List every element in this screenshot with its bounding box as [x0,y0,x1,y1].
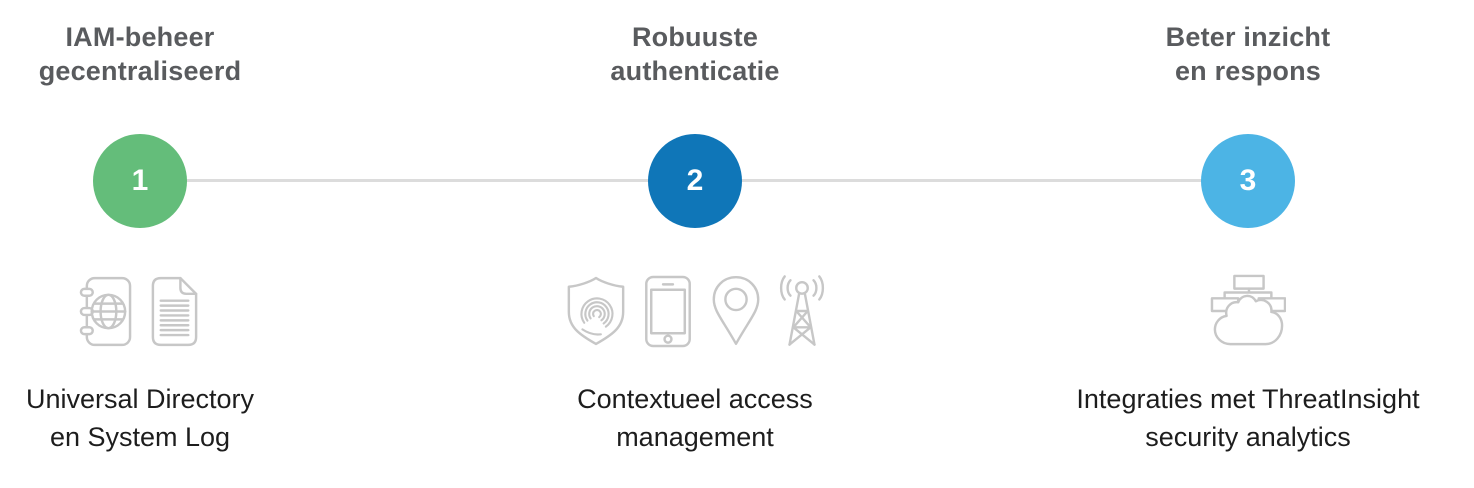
step-3-caption-line-2: security analytics [1145,422,1351,452]
cloud-integrations-icon [1210,274,1286,346]
location-pin-icon [712,276,760,346]
step-2-caption-line-1: Contextueel access [577,384,813,414]
log-document-icon [151,276,198,346]
address-book-globe-icon [79,276,132,346]
step-1-title-line-2: gecentraliseerd [38,56,242,86]
step-1: IAM-beheer gecentraliseerd 1 [0,0,370,488]
radio-tower-icon [779,275,825,346]
step-2-title-line-1: Robuuste [631,22,759,52]
step-1-caption: Universal Directory en System Log [0,380,370,456]
step-3: Beter inzicht en respons 3 Integraties m… [1018,0,1474,488]
step-1-caption-line-2: en System Log [49,422,231,452]
step-3-number: 3 [1239,164,1257,197]
step-1-caption-line-1: Universal Directory [25,384,255,414]
step-2-number: 2 [686,164,704,197]
step-1-title-line-1: IAM-beheer [65,22,215,52]
step-2: Robuuste authenticatie 2 [465,0,925,488]
step-3-number-badge: 3 [1201,134,1295,228]
step-1-number: 1 [131,164,149,197]
step-1-icons [0,272,370,350]
step-3-caption: Integraties met ThreatInsight security a… [1018,380,1474,456]
fingerprint-shield-icon [567,276,625,346]
step-2-icons [465,272,925,350]
step-3-title: Beter inzicht en respons [1018,0,1474,88]
step-3-caption-line-1: Integraties met ThreatInsight [1076,384,1420,414]
step-1-title: IAM-beheer gecentraliseerd [0,0,370,88]
step-2-title: Robuuste authenticatie [465,0,925,88]
step-3-title-line-2: en respons [1174,56,1322,86]
smartphone-icon [645,275,691,347]
step-2-caption-line-2: management [616,422,774,452]
step-2-number-badge: 2 [648,134,742,228]
step-3-title-line-1: Beter inzicht [1165,22,1331,52]
step-2-title-line-2: authenticatie [610,56,780,86]
step-3-icons [1018,272,1474,350]
step-1-number-badge: 1 [93,134,187,228]
step-2-caption: Contextueel access management [465,380,925,456]
